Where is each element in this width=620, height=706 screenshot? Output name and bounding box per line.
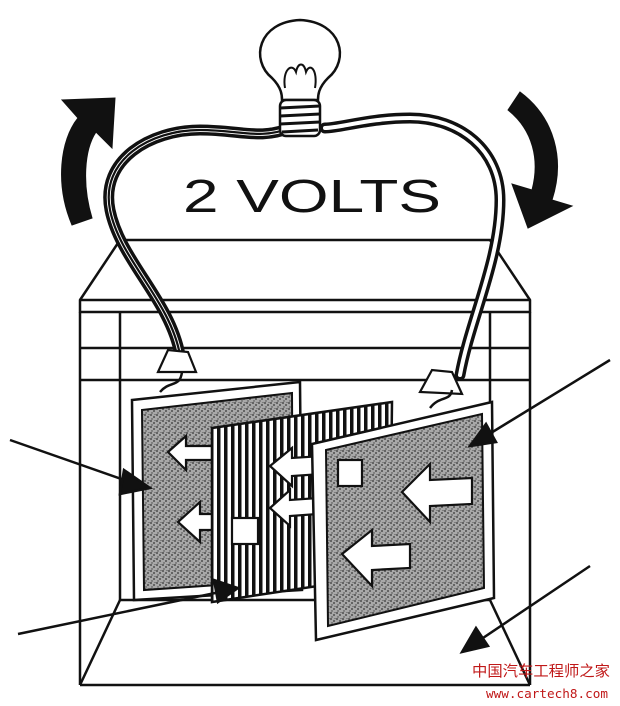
- watermark-site-name: 中国汽车工程师之家: [472, 662, 610, 680]
- pointer-lines: [9, 358, 611, 654]
- light-bulb-icon: [258, 18, 342, 138]
- voltage-label: 2 VOLTS: [183, 170, 441, 222]
- terminal-lugs: [156, 348, 464, 396]
- current-flow-arrow-right-icon: [507, 91, 574, 229]
- lead-wires: [103, 112, 506, 381]
- positive-plate-arrow-icon: [336, 458, 474, 589]
- current-flow-arrow-left-icon: [60, 97, 116, 226]
- watermark-url: www.cartech8.com: [486, 687, 608, 701]
- watermark: 中国汽车工程师之家 www.cartech8.com: [472, 662, 610, 701]
- separator-arrow-icon: [230, 445, 324, 546]
